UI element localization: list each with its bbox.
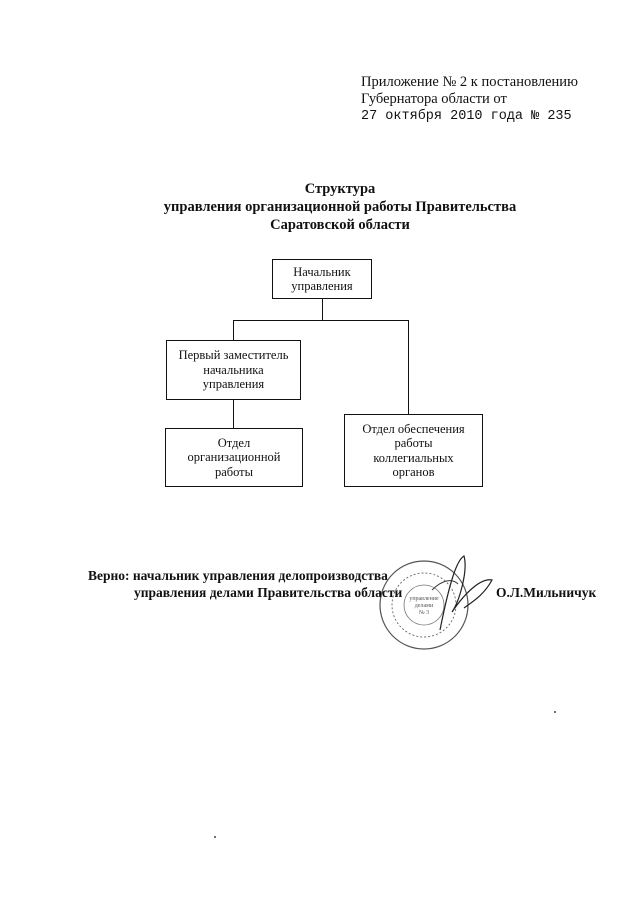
box-deputy: Первый заместитель начальника управления [166, 340, 301, 400]
head-line-2: управления [291, 279, 353, 293]
collegial-line-2: работы [394, 436, 433, 450]
footer-line-2: управления делами Правительства области [134, 585, 403, 600]
collegial-line-1: Отдел обеспечения [362, 421, 465, 436]
collegial-line-4: органов [392, 465, 435, 479]
title-line-3: Саратовской области [270, 217, 410, 233]
appendix-line-2: Губернатора области от [361, 91, 507, 107]
stamp-number: № 3 [418, 610, 430, 616]
box-head: Начальник управления [272, 259, 372, 299]
connector-to-deputy [233, 320, 235, 340]
signer-name: О.Л.Мильничук [496, 585, 597, 600]
connector-to-collegial [408, 320, 410, 414]
deputy-line-1: Первый заместитель [178, 348, 289, 363]
box-org-work-dept: Отдел организационной работы [165, 428, 303, 487]
box-collegial-dept: Отдел обеспечения работы коллегиальных о… [344, 414, 483, 487]
connector-horizontal [233, 320, 409, 322]
connector-deputy-down [233, 400, 235, 428]
appendix-line-3: 27 октября 2010 года № 235 [361, 109, 572, 124]
appendix-header: Приложение № 2 к постановлению Губернато… [361, 74, 578, 125]
org-work-line-2: организационной [187, 450, 281, 465]
title-line-2: управления организационной работы Правит… [163, 199, 517, 215]
head-line-1: Начальник [293, 264, 351, 279]
title-line-1: Структура [304, 181, 376, 197]
scan-speck [214, 836, 216, 838]
deputy-line-3: управления [202, 377, 265, 392]
collegial-line-3: коллегиальных [373, 450, 454, 465]
org-work-line-1: Отдел [217, 435, 251, 450]
appendix-line-1: Приложение № 2 к постановлению [361, 74, 578, 90]
scan-speck [554, 711, 556, 713]
stamp-center-text: управление делами [409, 596, 439, 609]
stamp-center: управление делами № 3 [404, 596, 444, 617]
org-work-line-3: работы [214, 464, 254, 479]
official-stamp-icon [379, 555, 493, 650]
deputy-line-2: начальника [203, 362, 264, 377]
connector-head-down [322, 299, 324, 320]
footer-line-1: Верно: начальник управления делопроизвод… [88, 568, 388, 583]
